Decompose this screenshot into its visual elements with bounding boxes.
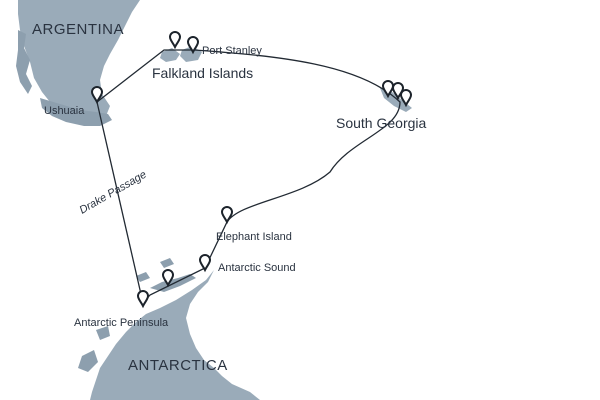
pin-port-stanley-map-pin-icon	[186, 36, 200, 55]
pin-antarctic-peninsula-map-pin-icon	[136, 290, 150, 309]
label-antarctica: ANTARCTICA	[128, 357, 228, 374]
route-stops	[90, 31, 413, 309]
peninsula-islands-2	[96, 326, 110, 340]
label-elephant-island: Elephant Island	[216, 231, 292, 243]
label-argentina: ARGENTINA	[32, 21, 124, 38]
antarctica-landmass	[90, 270, 260, 400]
label-drake-passage: Drake Passage	[78, 169, 149, 217]
label-antarctic-sound: Antarctic Sound	[218, 262, 296, 274]
cruise-route-line	[96, 49, 401, 305]
pin-ushuaia-map-pin-icon	[90, 86, 104, 105]
peninsula-islands	[78, 350, 98, 372]
argentina-landmass	[18, 0, 140, 120]
pin-south-georgia-1-map-pin-icon	[381, 80, 395, 99]
chilean-fjord-islands	[16, 30, 32, 94]
label-ushuaia: Ushuaia	[44, 105, 85, 117]
falkland-islands-land	[160, 48, 180, 62]
small-island	[136, 272, 150, 282]
label-port-stanley: Port Stanley	[202, 45, 262, 57]
pin-south-georgia-3-map-pin-icon	[399, 89, 413, 108]
label-falkland-islands: Falkland Islands	[152, 65, 253, 81]
pin-elephant-island-map-pin-icon	[220, 206, 234, 225]
label-south-georgia: South Georgia	[336, 115, 426, 131]
tierra-del-fuego	[40, 98, 112, 126]
pin-antarctic-sound-map-pin-icon	[198, 254, 212, 273]
pin-falklands-west-map-pin-icon	[168, 31, 182, 50]
small-island-2	[160, 258, 174, 268]
pin-peninsula-north-map-pin-icon	[161, 269, 175, 288]
label-antarctic-peninsula: Antarctic Peninsula	[74, 317, 169, 329]
